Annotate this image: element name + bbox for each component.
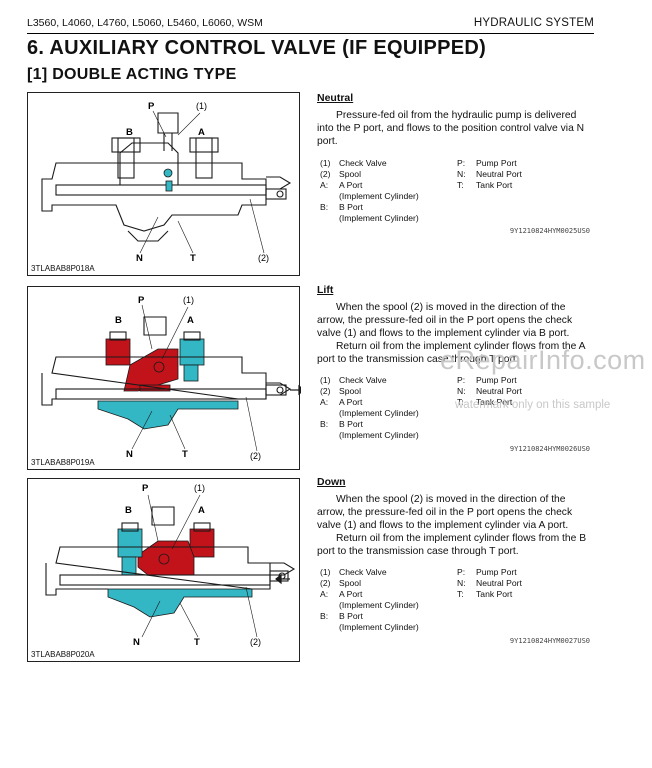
panel-text-lift: Lift When the spool (2) is moved in the …	[317, 284, 592, 454]
label-a: A	[187, 315, 194, 326]
header-section: HYDRAULIC SYSTEM	[473, 17, 594, 29]
figure-lift: P (1) B A N T (2) 3TLABAB8P019A	[27, 286, 301, 470]
figure-down: P (1) B A N T (2) 3TLABAB8P020A	[27, 478, 300, 662]
figure-neutral: P (1) B A N T (2) 3TLABAB8P018A	[27, 92, 300, 276]
page-subtitle: [1] DOUBLE ACTING TYPE	[27, 66, 237, 83]
label-t: T	[182, 449, 188, 460]
label-a: A	[198, 505, 205, 516]
section-heading: Lift	[317, 284, 334, 296]
paragraph: Return oil from the implement cylinder f…	[317, 341, 585, 365]
label-p: P	[148, 101, 155, 112]
watermark-note: watermark only on this sample	[455, 399, 611, 411]
label-2: (2)	[250, 451, 261, 461]
label-n: N	[133, 637, 140, 648]
reference-code: 9Y1210824HYM0026US0	[509, 445, 590, 453]
page-title: 6. AUXILIARY CONTROL VALVE (IF EQUIPPED)	[27, 37, 487, 59]
label-n: N	[126, 449, 133, 460]
panel-text-neutral: Neutral Pressure-fed oil from the hydrau…	[317, 92, 592, 242]
label-1: (1)	[196, 101, 207, 111]
valve-diagram-neutral: P (1) B A N T (2)	[41, 101, 292, 264]
label-2: (2)	[258, 253, 269, 263]
panel-text-down: Down When the spool (2) is moved in the …	[317, 476, 592, 646]
legend: (1)Check Valve (2)Spool A:A Port (Implem…	[320, 158, 522, 223]
label-p: P	[142, 483, 149, 494]
label-1: (1)	[183, 295, 194, 305]
paragraph: Return oil from the implement cylinder f…	[317, 533, 587, 557]
label-p: P	[138, 295, 145, 306]
label-b: B	[126, 127, 133, 138]
header-models: L3560, L4060, L4760, L5060, L5460, L6060…	[27, 17, 263, 29]
section-heading: Down	[317, 476, 346, 488]
label-2: (2)	[250, 637, 261, 647]
label-1: (1)	[194, 483, 205, 493]
reference-code: 9Y1210824HYM0025US0	[509, 227, 590, 235]
label-t: T	[194, 637, 200, 648]
valve-diagram-down: P (1) B A N T (2)	[45, 483, 296, 648]
figure-code: 3TLABAB8P018A	[31, 264, 95, 273]
label-t: T	[190, 253, 196, 264]
figure-code: 3TLABAB8P019A	[31, 458, 95, 467]
watermark-site: eRepairInfo.com	[440, 345, 646, 375]
label-a: A	[198, 127, 205, 138]
legend: (1)Check Valve (2)Spool A:A Port (Implem…	[320, 375, 522, 440]
label-b: B	[115, 315, 122, 326]
paragraph: When the spool (2) is moved in the direc…	[317, 494, 573, 531]
section-heading: Neutral	[317, 92, 354, 104]
reference-code: 9Y1210824HYM0027US0	[509, 637, 590, 645]
label-b: B	[125, 505, 132, 516]
valve-diagram-lift: P (1) B A N T (2)	[41, 295, 301, 461]
figure-code: 3TLABAB8P020A	[31, 650, 95, 659]
label-n: N	[136, 253, 143, 264]
legend: (1)Check Valve (2)Spool A:A Port (Implem…	[320, 567, 522, 632]
paragraph: Pressure-fed oil from the hydraulic pump…	[317, 110, 585, 147]
paragraph: When the spool (2) is moved in the direc…	[317, 302, 573, 339]
running-header: L3560, L4060, L4760, L5060, L5460, L6060…	[27, 17, 594, 34]
